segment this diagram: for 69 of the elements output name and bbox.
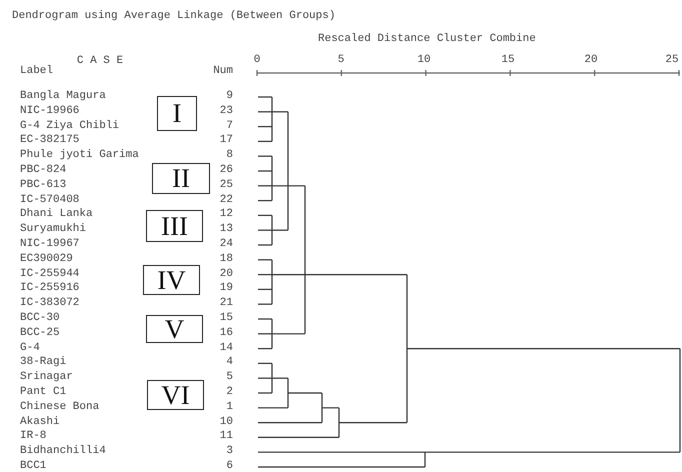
case-label: 38-Ragi xyxy=(20,356,66,370)
case-number: 25 xyxy=(218,178,233,192)
case-number: 22 xyxy=(218,194,233,207)
tick-label: 0 xyxy=(252,54,262,67)
case-number: 20 xyxy=(218,268,233,281)
cluster-label: I xyxy=(157,96,197,131)
case-number: 8 xyxy=(225,149,233,162)
case-label: Pant C1 xyxy=(20,386,66,399)
case-number: 2 xyxy=(225,386,233,399)
case-label: BCC-30 xyxy=(20,312,60,325)
case-label: Dhani Lanka xyxy=(20,208,93,222)
case-label: G-4 Ziya Chibli xyxy=(20,120,120,133)
axis-title: Rescaled Distance Cluster Combine xyxy=(318,33,536,46)
case-number: 24 xyxy=(218,238,233,251)
cluster-label: VI xyxy=(147,380,204,410)
cluster-label: III xyxy=(146,210,203,242)
case-number: 16 xyxy=(218,326,233,340)
case-number: 15 xyxy=(218,312,233,325)
case-label: PBC-613 xyxy=(20,178,66,192)
case-label: Akashi xyxy=(20,416,60,429)
case-number: 3 xyxy=(225,445,233,458)
tick-label: 25 xyxy=(664,54,680,67)
case-number: 1 xyxy=(225,400,233,414)
case-label: IC-383072 xyxy=(20,297,80,310)
case-label: PBC-824 xyxy=(20,164,66,177)
case-label: EC-382175 xyxy=(20,134,80,148)
case-number: 10 xyxy=(218,416,233,429)
column-header: Label xyxy=(20,65,54,78)
case-label: NIC-19967 xyxy=(20,238,80,251)
tick-label: 15 xyxy=(500,54,516,67)
case-number: 17 xyxy=(218,134,233,148)
case-label: NIC-19966 xyxy=(20,104,80,118)
cluster-label: II xyxy=(152,163,210,194)
case-label: IC-255944 xyxy=(20,268,80,281)
case-number: 18 xyxy=(218,252,233,266)
column-header: Num xyxy=(212,65,233,78)
case-number: 23 xyxy=(218,104,233,118)
case-number: 14 xyxy=(218,342,233,355)
case-label: Bangla Magura xyxy=(20,90,106,103)
case-label: BCC1 xyxy=(20,460,46,472)
case-label: Phule jyoti Garima xyxy=(20,149,139,162)
case-label: IC-255916 xyxy=(20,282,80,296)
case-number: 6 xyxy=(225,460,233,472)
case-number: 5 xyxy=(225,371,233,384)
column-header: C A S E xyxy=(76,55,124,68)
case-label: Suryamukhi xyxy=(20,223,86,236)
tick-label: 10 xyxy=(416,54,432,67)
chart-title: Dendrogram using Average Linkage (Between Groups) xyxy=(12,10,336,23)
case-number: 26 xyxy=(218,164,233,177)
case-label: G-4 xyxy=(20,342,40,355)
case-label: BCC-25 xyxy=(20,326,60,340)
case-number: 12 xyxy=(218,208,233,222)
case-number: 21 xyxy=(218,297,233,310)
case-label: Chinese Bona xyxy=(20,400,100,414)
cluster-label: V xyxy=(146,315,203,343)
tick-label: 5 xyxy=(336,54,346,67)
case-number: 9 xyxy=(225,90,233,103)
cluster-label: IV xyxy=(143,265,200,295)
case-label: Bidhanchilli4 xyxy=(20,445,106,458)
case-label: EC390029 xyxy=(20,252,73,266)
tick-label: 20 xyxy=(583,54,599,67)
case-number: 11 xyxy=(218,430,233,444)
case-number: 13 xyxy=(218,223,233,236)
case-number: 4 xyxy=(225,356,233,370)
case-number: 19 xyxy=(218,282,233,296)
case-label: IR-8 xyxy=(20,430,46,444)
case-number: 7 xyxy=(225,120,233,133)
case-label: IC-570408 xyxy=(20,194,80,207)
case-label: Srinagar xyxy=(20,371,73,384)
